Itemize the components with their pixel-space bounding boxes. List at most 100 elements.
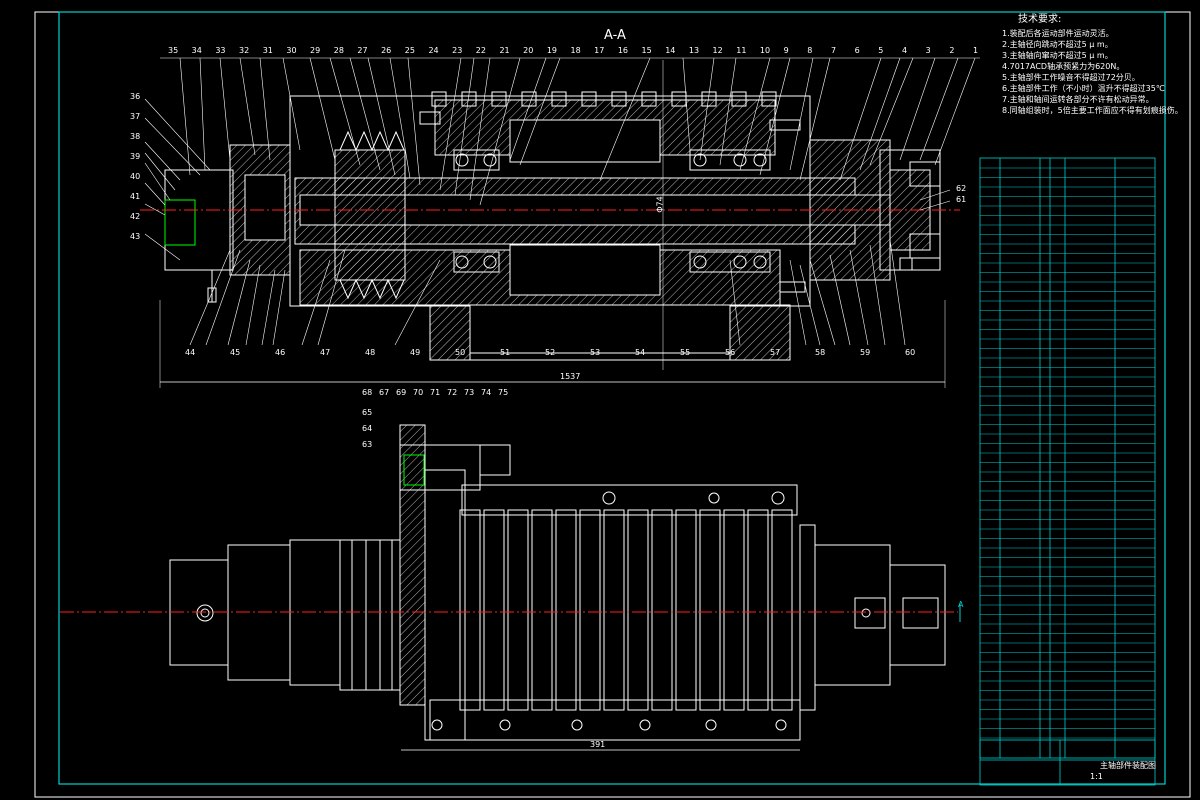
callout-number: 16: [617, 46, 629, 55]
callout-number: 73: [464, 388, 475, 397]
note-line: 8.同轴组装时，5倍主要工作面应不得有划痕损伤。: [1002, 106, 1183, 115]
callout-number: 23: [452, 46, 463, 55]
callout-number: 69: [396, 388, 407, 397]
section-view: [164, 91, 941, 361]
callout-number: 15: [641, 46, 652, 55]
callout-number: 5: [878, 46, 884, 55]
bearings: [453, 149, 771, 273]
callout-number: 64: [362, 424, 373, 433]
callout-number: 57: [770, 348, 781, 357]
callout-number: 3: [925, 46, 931, 55]
callout-number: 72: [447, 388, 458, 397]
callout-number: 35: [168, 46, 179, 55]
note-line: 6.主轴部件工作（不小时）温升不得超过35℃: [1002, 84, 1165, 93]
dim-diameter: Φ74: [655, 196, 665, 213]
callout-number: 54: [635, 348, 646, 357]
callout-number: 61: [956, 195, 967, 204]
callout-number: 60: [905, 348, 916, 357]
callout-number: 14: [665, 46, 676, 55]
callout-number: 32: [239, 46, 250, 55]
callout-number: 34: [191, 46, 202, 55]
callout-number: 2: [949, 46, 955, 55]
dim-bottom-width: 391: [590, 740, 606, 749]
front-view: [169, 424, 946, 741]
leaders-top: [144, 57, 980, 346]
callout-number: 28: [333, 46, 344, 55]
callout-number: 42: [130, 212, 141, 221]
title-block-scale: 1:1: [1090, 772, 1103, 781]
callout-number: 70: [413, 388, 424, 397]
callout-number: 38: [130, 132, 141, 141]
callout-number: 67: [379, 388, 390, 397]
callout-number: 62: [956, 184, 967, 193]
callout-number: 47: [320, 348, 331, 357]
callout-number: 75: [498, 388, 509, 397]
parts-table: [979, 157, 1156, 759]
note-line: 2.主轴径向跳动不超过5 μ m。: [1002, 40, 1113, 49]
callout-number: 12: [712, 46, 723, 55]
note-line: 1.装配后各运动部件运动灵活。: [1002, 29, 1114, 38]
callout-number: 6: [854, 46, 860, 55]
callout-number: 19: [546, 46, 557, 55]
note-line: 3.主轴轴向窜动不超过5 μ m。: [1002, 51, 1113, 60]
callout-number: 74: [481, 388, 492, 397]
callout-number: 29: [310, 46, 321, 55]
callout-number: 37: [130, 112, 141, 121]
callout-number: 43: [130, 232, 141, 241]
callout-number: 26: [381, 46, 392, 55]
callout-number: 4: [901, 46, 908, 55]
callout-number: 10: [759, 46, 771, 55]
callout-number: 51: [500, 348, 511, 357]
callout-number: 53: [590, 348, 601, 357]
callout-number: 58: [815, 348, 826, 357]
callout-number: 11: [736, 46, 747, 55]
callout-number: 71: [430, 388, 441, 397]
section-marker: A: [958, 600, 964, 609]
callout-number: 13: [688, 46, 700, 55]
callout-number: 7: [830, 46, 837, 55]
fins-front: [459, 509, 793, 711]
callout-number: 8: [807, 46, 813, 55]
callout-number: 33: [215, 46, 226, 55]
callout-number: 55: [680, 348, 691, 357]
callout-number: 21: [499, 46, 510, 55]
parts-table-rows: [980, 167, 1155, 739]
callout-number: 48: [365, 348, 376, 357]
callout-number: 9: [783, 46, 789, 55]
callout-number: 36: [130, 92, 141, 101]
callout-number: 31: [262, 46, 273, 55]
note-line: 7.主轴和轴间运转各部分不许有松动异常。: [1002, 95, 1154, 104]
notes-title: 技术要求:: [1018, 14, 1062, 25]
title-block: [979, 739, 1156, 786]
callout-number: 18: [570, 46, 581, 55]
callout-number: 1: [973, 46, 979, 55]
inner-border: [58, 11, 1166, 785]
callout-number: 68: [362, 388, 373, 397]
callout-number: 52: [545, 348, 556, 357]
callout-number: 24: [428, 46, 439, 55]
callout-number: 50: [455, 348, 466, 357]
callout-number: 46: [275, 348, 286, 357]
dim-top-length: 1537: [560, 372, 581, 381]
callout-number: 45: [230, 348, 241, 357]
callout-number: 40: [130, 172, 141, 181]
callout-number: 20: [523, 46, 534, 55]
section-title: A-A: [604, 28, 626, 43]
callout-number: 41: [130, 192, 141, 201]
callout-number: 63: [362, 440, 373, 449]
callout-number: 49: [410, 348, 421, 357]
callout-number: 59: [860, 348, 871, 357]
callout-number: 56: [725, 348, 736, 357]
callout-number: 30: [286, 46, 297, 55]
callout-number: 17: [594, 46, 605, 55]
callout-number: 22: [475, 46, 486, 55]
callout-number: 39: [130, 152, 141, 161]
callout-number: 44: [185, 348, 196, 357]
note-line: 5.主轴部件工作噪音不得超过72分贝。: [1002, 73, 1140, 82]
callout-number: 65: [362, 408, 373, 417]
technical-notes: 技术要求: 1.装配后各运动部件运动灵活。 2.主轴径向跳动不超过5 μ m。 …: [1002, 14, 1183, 116]
note-line: 4.7017ACD轴承预紧力为620N。: [1002, 62, 1125, 71]
callout-number: 27: [357, 46, 368, 55]
title-block-title: 主轴部件装配图: [1100, 761, 1156, 770]
